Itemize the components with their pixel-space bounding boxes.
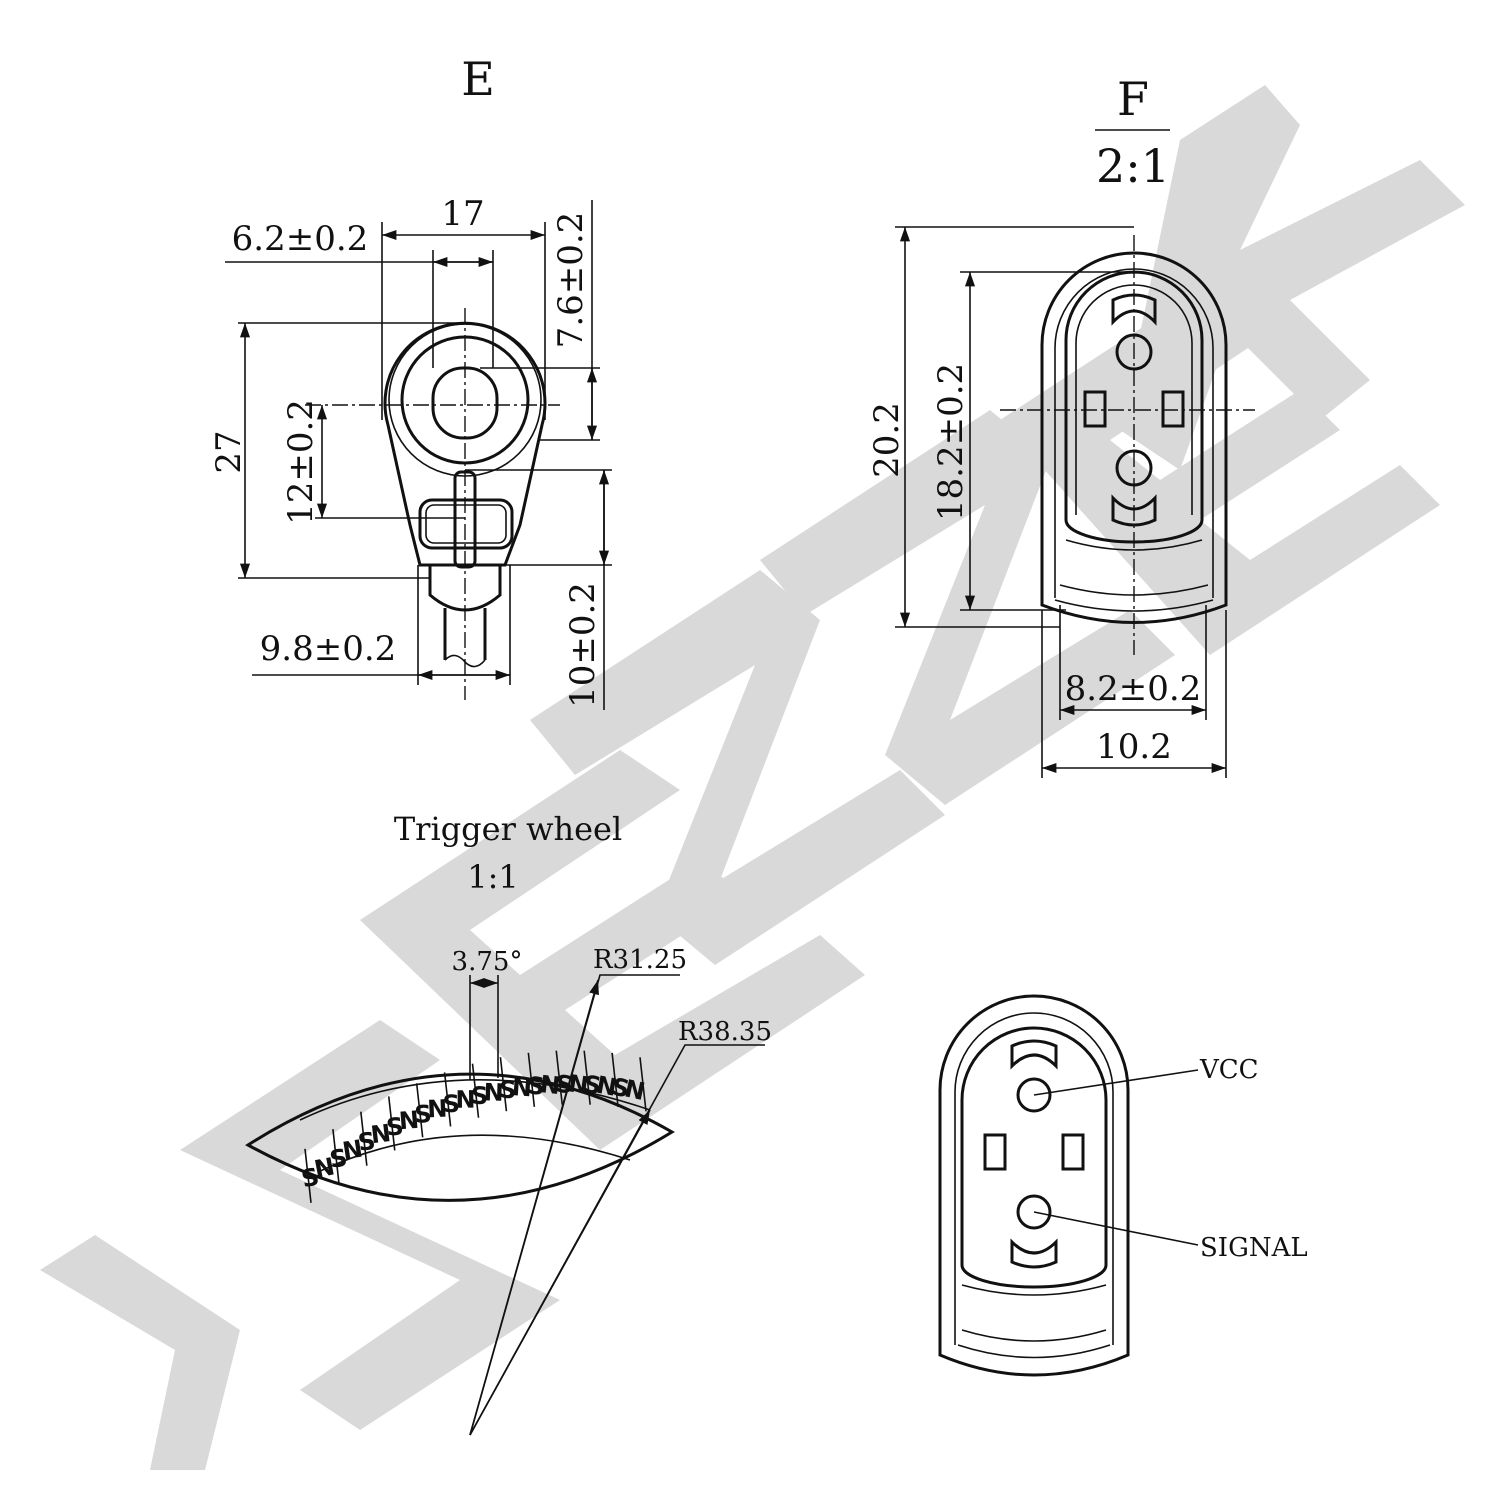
wheel-segment-divider (387, 1096, 396, 1151)
wheel-arrow-r3835 (469, 1109, 651, 1436)
wheel-segment-divider (527, 1052, 536, 1107)
watermark-letter-s (180, 1020, 560, 1430)
wheel-pole-label: N (341, 1135, 365, 1166)
pinout-outer-outline (938, 994, 1130, 1377)
wheel-segment-divider (332, 1129, 340, 1184)
pinout-contact-bottom (1010, 1238, 1058, 1269)
wheel-dim-r3125: R31.25 (593, 945, 687, 975)
wheel-pole-label: N (427, 1095, 448, 1124)
pinout-pin-signal (1016, 1194, 1052, 1230)
e-dim-12: 12±0.2 (281, 399, 321, 525)
pinout-leader-signal (1033, 1211, 1199, 1246)
wheel-segment-divider (443, 1072, 452, 1127)
wheel-pole-label: N (398, 1106, 420, 1136)
f-pin-vcc (1115, 333, 1153, 371)
wheel-pole-label: N (511, 1073, 533, 1102)
f-slot-right (1161, 390, 1185, 428)
wheel-pole-label: N (369, 1119, 392, 1149)
wheel-dim-r3835: R38.35 (678, 1017, 772, 1047)
wheel-pole-label: N (455, 1086, 475, 1114)
trigger-wheel-title: Trigger wheel (394, 810, 622, 848)
f-dim-82: 8.2±0.2 (1065, 669, 1202, 709)
f-inner-pocket-rim (1075, 284, 1193, 515)
wheel-pole-label: S (554, 1070, 575, 1100)
wheel-pole-label: N (539, 1070, 562, 1100)
wheel-pole-label: S (385, 1112, 405, 1142)
pinout-label-signal: SIGNAL (1200, 1233, 1308, 1263)
e-dim-62: 6.2±0.2 (232, 219, 369, 259)
f-outer-outline (1040, 251, 1228, 624)
wheel-segment-divider (415, 1083, 424, 1138)
e-dim-76: 7.6±0.2 (551, 212, 591, 349)
pinout-pin-vcc (1016, 1077, 1052, 1113)
watermark-letter-k (1120, 85, 1465, 470)
wheel-pole-label: N (594, 1071, 619, 1102)
trigger-wheel-scale: 1:1 (467, 858, 519, 896)
wheel-lens-outline (245, 1072, 675, 1202)
pinout-contact-top (1010, 1039, 1058, 1070)
wheel-segment-divider (360, 1111, 368, 1166)
f-inner-ledge (1065, 539, 1203, 551)
pinout-slot-left (983, 1133, 1007, 1171)
e-dim-17: 17 (441, 194, 484, 234)
pinout-outer-rim (954, 1012, 1114, 1345)
e-connector-inner (425, 504, 507, 544)
wheel-pole-label: S (414, 1100, 433, 1129)
f-contact-bottom (1111, 494, 1157, 527)
wheel-pole-label: S (498, 1075, 517, 1104)
wheel-pole-label: S (471, 1082, 489, 1110)
wheel-pole-label: N (483, 1078, 504, 1107)
pinout-inner-pocket (960, 1026, 1108, 1289)
e-cable (443, 608, 487, 660)
f-slot-left (1083, 390, 1107, 428)
wheel-arrow-r3125 (469, 979, 599, 1436)
view-pinout: VCC SIGNAL (938, 994, 1308, 1377)
wheel-pole-label: S (526, 1071, 546, 1100)
wheel-pole-label: N (566, 1069, 590, 1100)
wheel-pole-label: S (299, 1162, 322, 1193)
view-f: F 2:1 20.2 18.2±0.2 8.2±0.2 (867, 72, 1255, 778)
pinout-base-band (957, 1329, 1111, 1359)
view-e-label: E (461, 52, 495, 106)
wheel-magnet-band-bottom (317, 1134, 631, 1173)
f-dim-102: 10.2 (1096, 727, 1172, 767)
e-connector-head (418, 498, 514, 550)
wheel-segment-divider (304, 1148, 312, 1203)
wheel-segment-divider (611, 1052, 619, 1108)
view-trigger-wheel: Trigger wheel 1:1 SNSNSNSNSNSNSNSNSNSNSN… (245, 810, 772, 1436)
watermark-letter-e (360, 750, 865, 1150)
wheel-segment-divider (639, 1057, 647, 1112)
view-f-label: F (1117, 72, 1149, 126)
wheel-pole-label: S (328, 1143, 350, 1174)
wheel-pole-label: S (582, 1070, 604, 1100)
pinout-label-vcc: VCC (1199, 1055, 1259, 1085)
watermark-letter-e2 (1000, 270, 1440, 655)
pinout-inner-ledge (961, 1284, 1107, 1296)
f-dim-202: 20.2 (867, 402, 907, 478)
f-dim-182: 18.2±0.2 (931, 363, 971, 521)
watermark-chevron (40, 1235, 240, 1470)
view-f-scale: 2:1 (1096, 139, 1170, 193)
wheel-segment-dividers (304, 1050, 647, 1203)
wheel-segment-divider (499, 1057, 508, 1112)
wheel-dim-pitch: 3.75° (452, 947, 523, 977)
pinout-slot-right (1061, 1133, 1085, 1171)
wheel-segment-divider (583, 1050, 591, 1105)
watermark-letter-n1 (530, 570, 945, 965)
e-dim-10: 10±0.2 (563, 582, 603, 708)
wheel-segment-divider (555, 1050, 564, 1105)
pinout-leader-vcc (1033, 1069, 1199, 1096)
e-dim-98: 9.8±0.2 (260, 629, 397, 669)
e-dim-27: 27 (209, 430, 249, 473)
wheel-pole-label: S (442, 1090, 460, 1118)
wheel-pole-label: S (356, 1127, 377, 1157)
wheel-pole-label: S (609, 1073, 631, 1104)
wheel-magnet-band-top (299, 1079, 651, 1121)
view-e: E 17 6.2±0.2 7.6±0.2 (209, 52, 612, 710)
f-inner-pocket (1064, 270, 1204, 544)
wheel-segment-divider (471, 1063, 480, 1118)
f-contact-top (1111, 293, 1157, 326)
